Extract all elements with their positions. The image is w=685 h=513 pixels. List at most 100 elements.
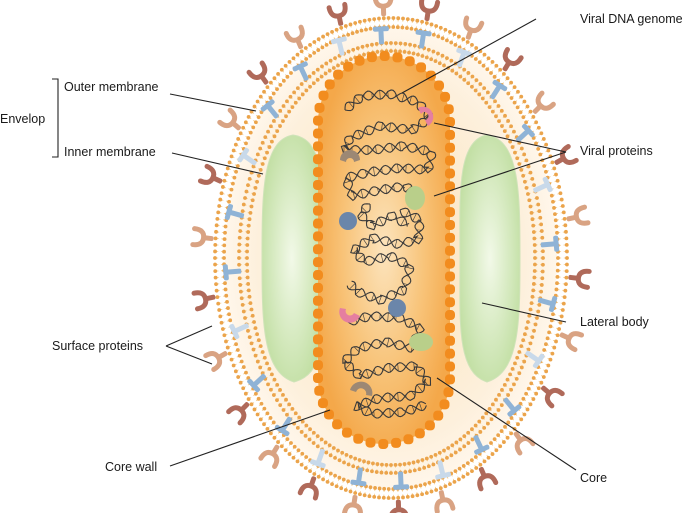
outer-membrane-lipid-head (285, 437, 290, 442)
dna-rung (365, 398, 369, 407)
outer-membrane-lipid-head (321, 34, 325, 39)
envelop-bracket (52, 78, 59, 158)
inner-membrane-lipid-head (256, 338, 261, 343)
inner-membrane-lipid-head (256, 173, 261, 178)
core-wall-bead (445, 232, 455, 243)
outer-membrane-lipid-head (555, 178, 560, 183)
outer-membrane-lipid-head (401, 495, 405, 500)
outer-membrane-lipid-head (405, 26, 409, 30)
core-wall-bead (354, 55, 365, 66)
outer-membrane-lipid-head (534, 391, 539, 396)
outer-membrane-lipid-head (494, 448, 499, 453)
outer-membrane-lipid-head (243, 391, 248, 396)
inner-membrane-lipid-head (466, 81, 471, 86)
inner-membrane-lipid-head (541, 249, 545, 254)
core-wall-bead (318, 90, 329, 101)
core-wall-bead (333, 69, 344, 80)
inner-membrane-lipid-head (287, 109, 292, 114)
inner-membrane-lipid-head (389, 41, 393, 45)
core-wall-bead (445, 297, 455, 308)
outer-membrane-lipid-head (343, 24, 348, 28)
inner-membrane-lipid-head (424, 456, 429, 461)
viral-proteins-line-2 (433, 151, 567, 197)
outer-membrane-lipid-head (485, 67, 490, 72)
outer-membrane-lipid-head (525, 407, 530, 412)
inner-membrane-lipid-head (477, 419, 482, 424)
dna-rung (356, 254, 364, 261)
core-wall-bead (313, 257, 323, 268)
inner-membrane-lipid-head (284, 114, 288, 119)
dna-rung (394, 239, 398, 248)
outer-membrane-lipid-head (276, 440, 280, 444)
inner-membrane-lipid-head (260, 162, 265, 166)
dna-rung (412, 213, 417, 222)
dna-rung (369, 234, 375, 242)
outer-membrane-lipid-head (502, 440, 506, 444)
inner-membrane-lipid-head (308, 84, 312, 89)
core-wall-bead (445, 245, 455, 256)
outer-membrane-lipid-head (386, 487, 391, 491)
outer-membrane-lipid-head (223, 281, 227, 286)
core-wall-bead (366, 52, 377, 63)
outer-membrane-lipid-head (554, 172, 558, 177)
inner-membrane-lipid-head (260, 350, 265, 354)
outer-membrane-lipid-head (524, 120, 529, 125)
inner-membrane-lipid-head (311, 441, 316, 445)
core-wall-bead (313, 270, 323, 281)
outer-membrane-lipid-head (333, 473, 337, 478)
outer-membrane-lipid-head (292, 444, 297, 449)
outer-membrane-lipid-head (253, 391, 258, 396)
inner-membrane-lipid-head (370, 469, 374, 474)
surface-protein-t (393, 471, 410, 490)
outer-membrane-lipid-head (470, 43, 474, 47)
core-wall-bead (313, 192, 323, 203)
inner-membrane-lipid-head (424, 55, 429, 60)
outer-membrane-lipid-head (299, 462, 304, 467)
surface-protein-y (513, 431, 536, 456)
core-wall-bead (323, 409, 334, 420)
dna-rung (365, 369, 369, 379)
outer-membrane-lipid-head (222, 333, 227, 338)
outer-membrane-lipid-head (228, 193, 233, 198)
inner-membrane-lipid-head (268, 124, 273, 129)
dna-rung (400, 218, 406, 226)
outer-membrane-lipid-head (551, 312, 555, 317)
inner-membrane-lipid-head (539, 283, 544, 287)
inner-membrane-lipid-head (249, 341, 254, 346)
inner-membrane-lipid-head (371, 461, 375, 466)
outer-membrane-lipid-head (246, 136, 251, 140)
core-wall-bead (440, 91, 451, 102)
outer-membrane-lipid-head (350, 31, 355, 36)
outer-membrane-lipid-head (268, 431, 273, 436)
dna-rung (362, 313, 366, 322)
inner-membrane-lipid-head (522, 359, 527, 364)
inner-membrane-lipid-head (487, 406, 492, 411)
inner-membrane-lipid-head (442, 63, 446, 68)
inner-membrane-lipid-head (519, 167, 524, 172)
outer-membrane-lipid-head (438, 486, 443, 491)
dna-rung (348, 172, 352, 182)
lateral-body-label: Lateral body (580, 315, 649, 329)
outer-membrane-lipid-head (503, 424, 507, 429)
outer-membrane-lipid-head (405, 17, 410, 21)
inner-membrane-lipid-head (449, 58, 454, 63)
outer-membrane-lipid-head (482, 459, 487, 464)
outer-membrane-lipid-head (386, 16, 391, 20)
outer-membrane-lipid-head (241, 125, 246, 130)
inner-membrane-lipid-head (450, 68, 455, 73)
core-wall-bead (313, 179, 323, 190)
outer-membrane-lipid-head (213, 269, 218, 274)
inner-membrane-lipid-head (462, 444, 467, 449)
outer-membrane-lipid-head (400, 25, 405, 30)
outer-membrane-lipid-head (241, 365, 246, 369)
outer-membrane-lipid-head (431, 479, 436, 484)
inner-membrane-lipid-head (541, 256, 545, 260)
outer-membrane-lipid-head (562, 216, 567, 221)
outer-membrane-lipid-head (334, 27, 339, 32)
outer-membrane-lipid-head (321, 477, 325, 482)
inner-membrane-lipid-head (379, 470, 384, 475)
inner-membrane-lipid-head (538, 215, 543, 220)
outer-membrane-lipid-head (233, 142, 238, 147)
core-wall-bead (445, 155, 455, 166)
inner-membrane-lipid-head (496, 408, 501, 412)
